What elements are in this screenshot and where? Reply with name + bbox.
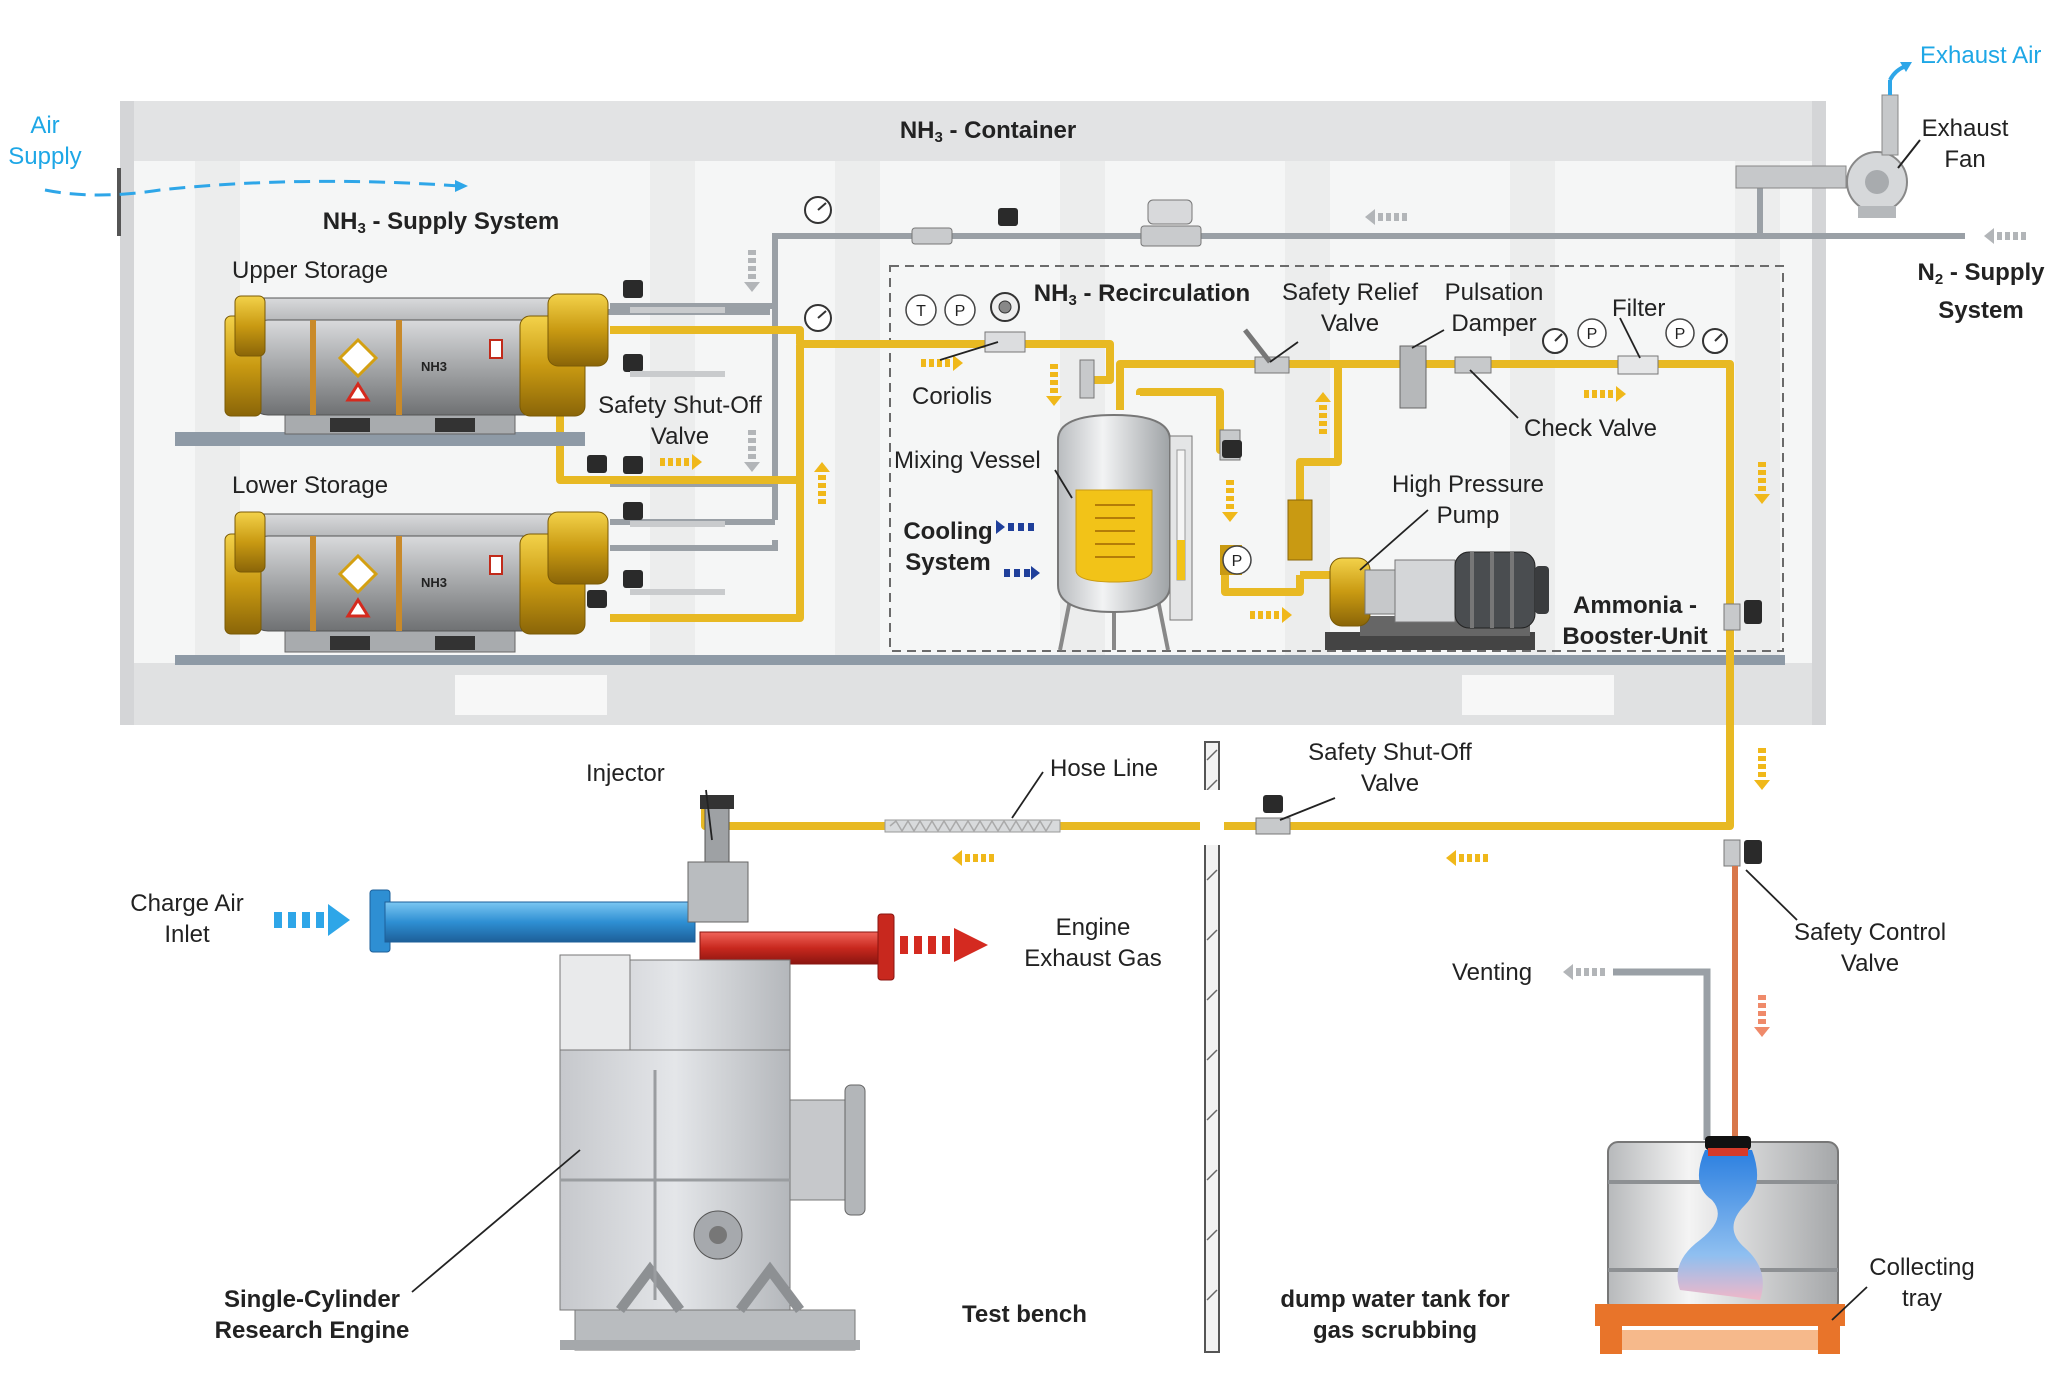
collecting-tray-label: Collecting tray <box>1869 1254 1975 1312</box>
dump-tank-label: dump water tank for gas scrubbing <box>1280 1286 1510 1344</box>
recirculation-box <box>889 265 1784 652</box>
venting-label: Venting <box>1452 959 1533 986</box>
shutoff-valve-bottom-label: Safety Shut-Off Valve <box>1308 739 1472 797</box>
gauge-letter-circles <box>905 294 1695 575</box>
leader-lines <box>411 317 1868 1321</box>
cooling-system-label: Cooling System <box>903 518 993 576</box>
hose-line-label: Hose Line <box>1050 755 1159 782</box>
upper-storage-tanks: NH3 <box>175 293 609 446</box>
dump-water-tank <box>1607 1136 1839 1313</box>
exhaust-air-label: Exhaust Air <box>1920 42 2042 69</box>
high-pressure-pump <box>1325 551 1549 650</box>
charge-air-arrow <box>274 904 350 936</box>
container-roof <box>120 101 1826 161</box>
drain-flow-arrow <box>1754 995 1770 1037</box>
charge-air-inlet-label: Charge Air Inlet <box>130 890 244 948</box>
lower-storage-tanks: NH3 <box>224 511 609 653</box>
recirculation-title: NH3 - Recirculation <box>1033 280 1251 309</box>
coriolis-label: Coriolis <box>912 383 993 410</box>
coriolis-meter <box>984 331 1026 353</box>
pulsation-damper <box>1399 345 1427 409</box>
tank-label: NH3 <box>421 575 447 590</box>
nh3-flow-arrows <box>660 355 1770 866</box>
air-supply-label: Air Supply <box>8 112 82 170</box>
pressure-gauge-label: P <box>1675 326 1686 343</box>
drain-lines <box>1613 866 1738 1150</box>
filter-label: Filter <box>1612 295 1666 322</box>
container-deck <box>175 655 1785 665</box>
safety-control-valve-label: Safety Control Valve <box>1793 919 1947 977</box>
pressure-regulator <box>1147 199 1193 225</box>
pressure-gauge-label: P <box>1587 326 1598 343</box>
engine-exhaust-gas-label: Engine Exhaust Gas <box>1024 914 1162 972</box>
safety-relief-valve <box>1254 356 1290 374</box>
exhaust-fan-label: Exhaust Fan <box>1921 115 2009 173</box>
supply-system-title: NH3 - Supply System <box>322 208 560 237</box>
pressure-gauge-label: P <box>1232 553 1243 570</box>
pulsation-damper-label: Pulsation Damper <box>1444 279 1544 337</box>
upper-storage-label: Upper Storage <box>232 257 389 284</box>
mixing-vessel <box>1057 413 1193 651</box>
instruments <box>804 196 1728 354</box>
temperature-gauge-label: T <box>916 303 926 320</box>
booster-unit-label: Ammonia - Booster-Unit <box>1562 592 1708 650</box>
check-valve <box>1454 356 1492 374</box>
filter <box>1617 355 1659 375</box>
cooling-arrows <box>996 520 1040 580</box>
hose-line <box>884 603 1741 867</box>
wall-divider <box>1200 741 1224 1353</box>
engine-name-label: Single-Cylinder Research Engine <box>214 1286 410 1344</box>
shutoff-valve-top-label: Safety Shut-Off Valve <box>598 392 762 450</box>
exhaust-fan <box>1735 62 1921 218</box>
single-cylinder-engine <box>369 795 895 1351</box>
pressure-gauge-label: P <box>955 303 966 320</box>
gas-flow-arrows <box>744 209 2026 980</box>
safety-relief-valve-label: Safety Relief Valve <box>1281 279 1419 337</box>
container-ribs <box>195 161 1780 663</box>
n2-supply-label: N2 - Supply System <box>1917 259 2045 324</box>
air-supply-arrow <box>44 179 461 197</box>
container-title: NH3 - Container <box>899 117 1077 146</box>
injector-label: Injector <box>586 760 665 787</box>
air-inlet-slot <box>117 168 121 236</box>
tank-label: NH3 <box>421 359 447 374</box>
exhaust-gas-arrow <box>900 928 988 962</box>
flex-hoses <box>630 307 725 595</box>
mixing-vessel-label: Mixing Vessel <box>894 447 1041 474</box>
check-valve-label: Check Valve <box>1524 415 1657 442</box>
high-pressure-pump-label: High Pressure Pump <box>1391 471 1545 529</box>
test-bench-label: Test bench <box>962 1301 1087 1328</box>
lower-storage-label: Lower Storage <box>232 472 389 499</box>
valve-actuators <box>587 208 1762 864</box>
collecting-tray-shape <box>1595 1304 1845 1354</box>
